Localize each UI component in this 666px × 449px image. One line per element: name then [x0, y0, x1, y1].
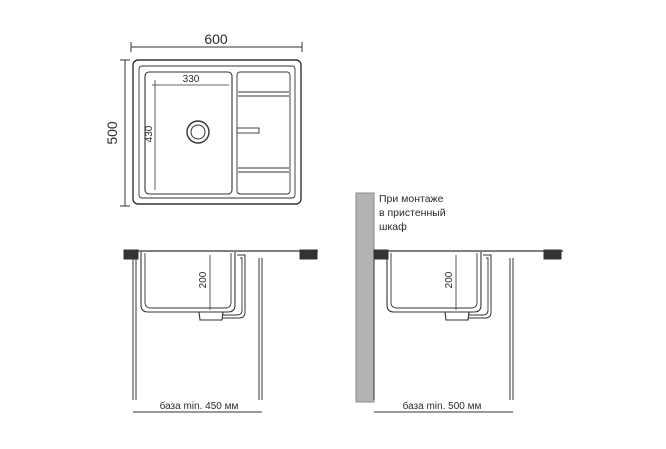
- base-label-left: база min. 450 мм: [160, 400, 239, 412]
- rim-clip-left-right-view: [373, 249, 389, 260]
- overflow-pipe-right-2: [468, 257, 489, 316]
- rim-clip-right: [299, 249, 318, 260]
- rim-clip-right-right-view: [543, 249, 562, 260]
- overflow-pipe-2: [222, 257, 243, 316]
- bowl-height-label: 430: [144, 125, 155, 142]
- side-view-right: [355, 192, 563, 413]
- bowl-section-outer: [140, 252, 236, 313]
- overflow-pipe-right: [468, 254, 492, 319]
- bowl-width-label: 330: [183, 74, 200, 85]
- sink-outer-outline: [132, 59, 302, 205]
- depth-label-left: 200: [198, 271, 209, 288]
- drain-fitting-right: [444, 311, 470, 321]
- bowl-outline: [144, 71, 233, 195]
- drain-inner: [190, 124, 206, 140]
- drain-outer: [186, 120, 210, 144]
- bowl-section-outer-right: [386, 252, 482, 313]
- overflow-slot: [236, 127, 260, 134]
- base-label-right: база min. 500 мм: [403, 400, 482, 412]
- depth-label-right: 200: [444, 271, 455, 288]
- installation-note-line-1: При монтаже: [379, 193, 444, 205]
- installation-note-line-3: шкаф: [379, 221, 407, 233]
- sink-inner-outline: [138, 65, 296, 199]
- side-view-left: [123, 249, 318, 413]
- overflow-pipe: [222, 254, 246, 319]
- bowl-section-inner: [144, 253, 232, 309]
- width-label: 600: [204, 31, 228, 47]
- rim-clip-left: [123, 249, 139, 260]
- top-view: [120, 42, 303, 207]
- wall: [355, 192, 375, 403]
- installation-note-line-2: в пристенный: [379, 207, 446, 219]
- bowl-section-inner-right: [390, 253, 478, 309]
- height-label: 500: [104, 121, 120, 145]
- drain-fitting: [198, 311, 224, 321]
